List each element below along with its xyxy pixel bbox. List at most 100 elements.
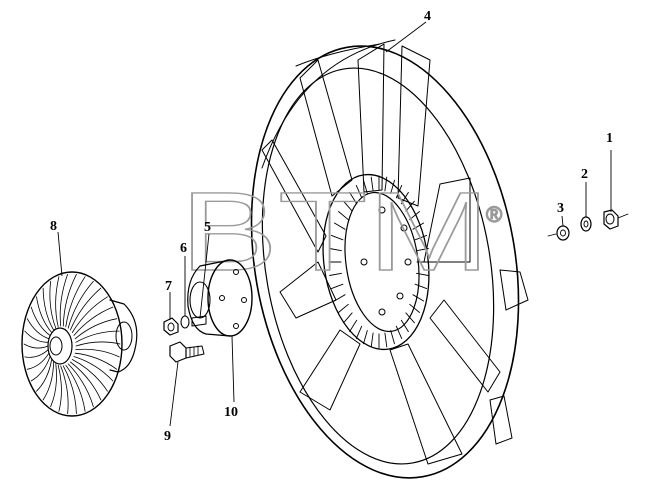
- bolt-part-9: [169, 341, 205, 363]
- clutch-fin: [42, 361, 54, 401]
- clutch-fin: [50, 363, 57, 408]
- callout-4: 4: [424, 9, 431, 24]
- fan-assembly: [250, 39, 529, 479]
- hub-fin: [414, 283, 428, 290]
- leader-lines: [57, 21, 612, 427]
- fan-hub-fins: [328, 175, 430, 349]
- clutch-fin: [70, 361, 102, 401]
- clutch-fin: [24, 330, 49, 343]
- hub-fin: [400, 319, 409, 333]
- clutch-fin: [26, 318, 50, 340]
- clutch-fin: [59, 273, 68, 327]
- clutch-fin: [75, 341, 121, 347]
- hub-fin: [333, 294, 346, 302]
- clutch-fin: [62, 365, 77, 415]
- clutch-fin: [74, 318, 118, 340]
- hub-fin: [409, 303, 420, 313]
- clutch-fin: [65, 364, 86, 412]
- fan-hub-holes: [360, 206, 412, 316]
- fan-hub-outer: [322, 173, 430, 351]
- hub-fin: [390, 179, 395, 194]
- hub-fin: [412, 222, 425, 230]
- hub-fin: [370, 332, 374, 348]
- callout-5: 5: [204, 220, 211, 235]
- clutch-fin: [62, 273, 77, 327]
- fan-clutch: [21, 271, 138, 417]
- clutch-fin: [67, 280, 94, 329]
- fan-clutch-fins: [23, 273, 121, 415]
- hub-fin: [363, 179, 368, 194]
- callout-3: 3: [557, 201, 564, 216]
- clutch-fin: [60, 365, 69, 415]
- hub-fin: [416, 272, 429, 276]
- clutch-fin: [30, 306, 51, 336]
- hub-fin: [414, 234, 428, 241]
- clutch-fin: [71, 296, 108, 333]
- nut-part-1: [603, 209, 629, 230]
- clutch-fin: [67, 363, 94, 408]
- hub-fin: [395, 325, 403, 340]
- watermark-registered: ®: [486, 202, 502, 227]
- callout-8: 8: [50, 219, 57, 234]
- clutch-fin: [75, 348, 120, 358]
- hub-fin: [416, 248, 429, 252]
- callout-7: 7: [165, 279, 172, 294]
- hub-fin: [400, 191, 409, 205]
- hub-fin: [405, 312, 415, 324]
- hub-fin: [349, 319, 358, 333]
- callout-2: 2: [581, 167, 588, 182]
- spring-washer-part-2: [580, 216, 592, 232]
- hub-fin: [330, 234, 344, 241]
- hub-fin: [329, 272, 342, 276]
- hub-fin: [338, 211, 349, 221]
- hub-fin: [412, 294, 425, 302]
- clutch-fin: [36, 296, 53, 333]
- clutch-fin: [49, 280, 57, 329]
- hub-fin: [355, 184, 363, 199]
- clutch-fin: [74, 352, 118, 370]
- hub-fin: [384, 332, 388, 348]
- clutch-fin: [70, 287, 102, 331]
- callout-10: 10: [224, 405, 238, 420]
- clutch-fin: [42, 287, 54, 331]
- hub-fin: [330, 283, 344, 290]
- clutch-fin: [71, 359, 108, 392]
- watermark-logo: BTM ®: [179, 168, 503, 294]
- callout-labels: 1 2 3 4 5 6 7 8 9 10: [50, 9, 613, 444]
- clutch-fin: [26, 352, 50, 370]
- clutch-fin: [24, 349, 49, 358]
- clutch-fin: [23, 343, 49, 349]
- clutch-fin: [65, 276, 86, 328]
- hub-fin: [329, 248, 342, 252]
- clutch-fin: [73, 356, 114, 382]
- fan-hub-inner: [344, 191, 420, 333]
- fan-hub-flange: [187, 259, 253, 337]
- hub-fin: [384, 176, 388, 192]
- hub-fin: [355, 325, 363, 340]
- clutch-fin: [73, 306, 114, 336]
- flat-washer-part-3: [547, 225, 570, 241]
- hub-fin: [338, 303, 349, 313]
- hub-fin: [343, 200, 353, 212]
- fan-shroud-inner: [261, 67, 495, 465]
- clutch-fin: [30, 356, 51, 382]
- callout-9: 9: [164, 429, 171, 444]
- hub-fin: [333, 222, 346, 230]
- hub-fin: [405, 200, 415, 212]
- hub-fin: [343, 312, 353, 324]
- callout-1: 1: [606, 131, 613, 146]
- hub-fin: [409, 211, 420, 221]
- clutch-fin: [75, 330, 120, 343]
- hub-fin: [390, 330, 395, 345]
- hub-fin: [363, 330, 368, 345]
- hub-fin: [349, 191, 358, 205]
- clutch-fin: [36, 359, 53, 392]
- watermark-text: BTM: [180, 169, 490, 294]
- nut-part-7: [163, 317, 179, 336]
- stud-part-5: [191, 315, 207, 327]
- washer-part-6: [180, 315, 190, 329]
- fan-shroud-outer: [250, 45, 520, 479]
- callout-6: 6: [180, 241, 187, 256]
- hub-fin: [395, 184, 403, 199]
